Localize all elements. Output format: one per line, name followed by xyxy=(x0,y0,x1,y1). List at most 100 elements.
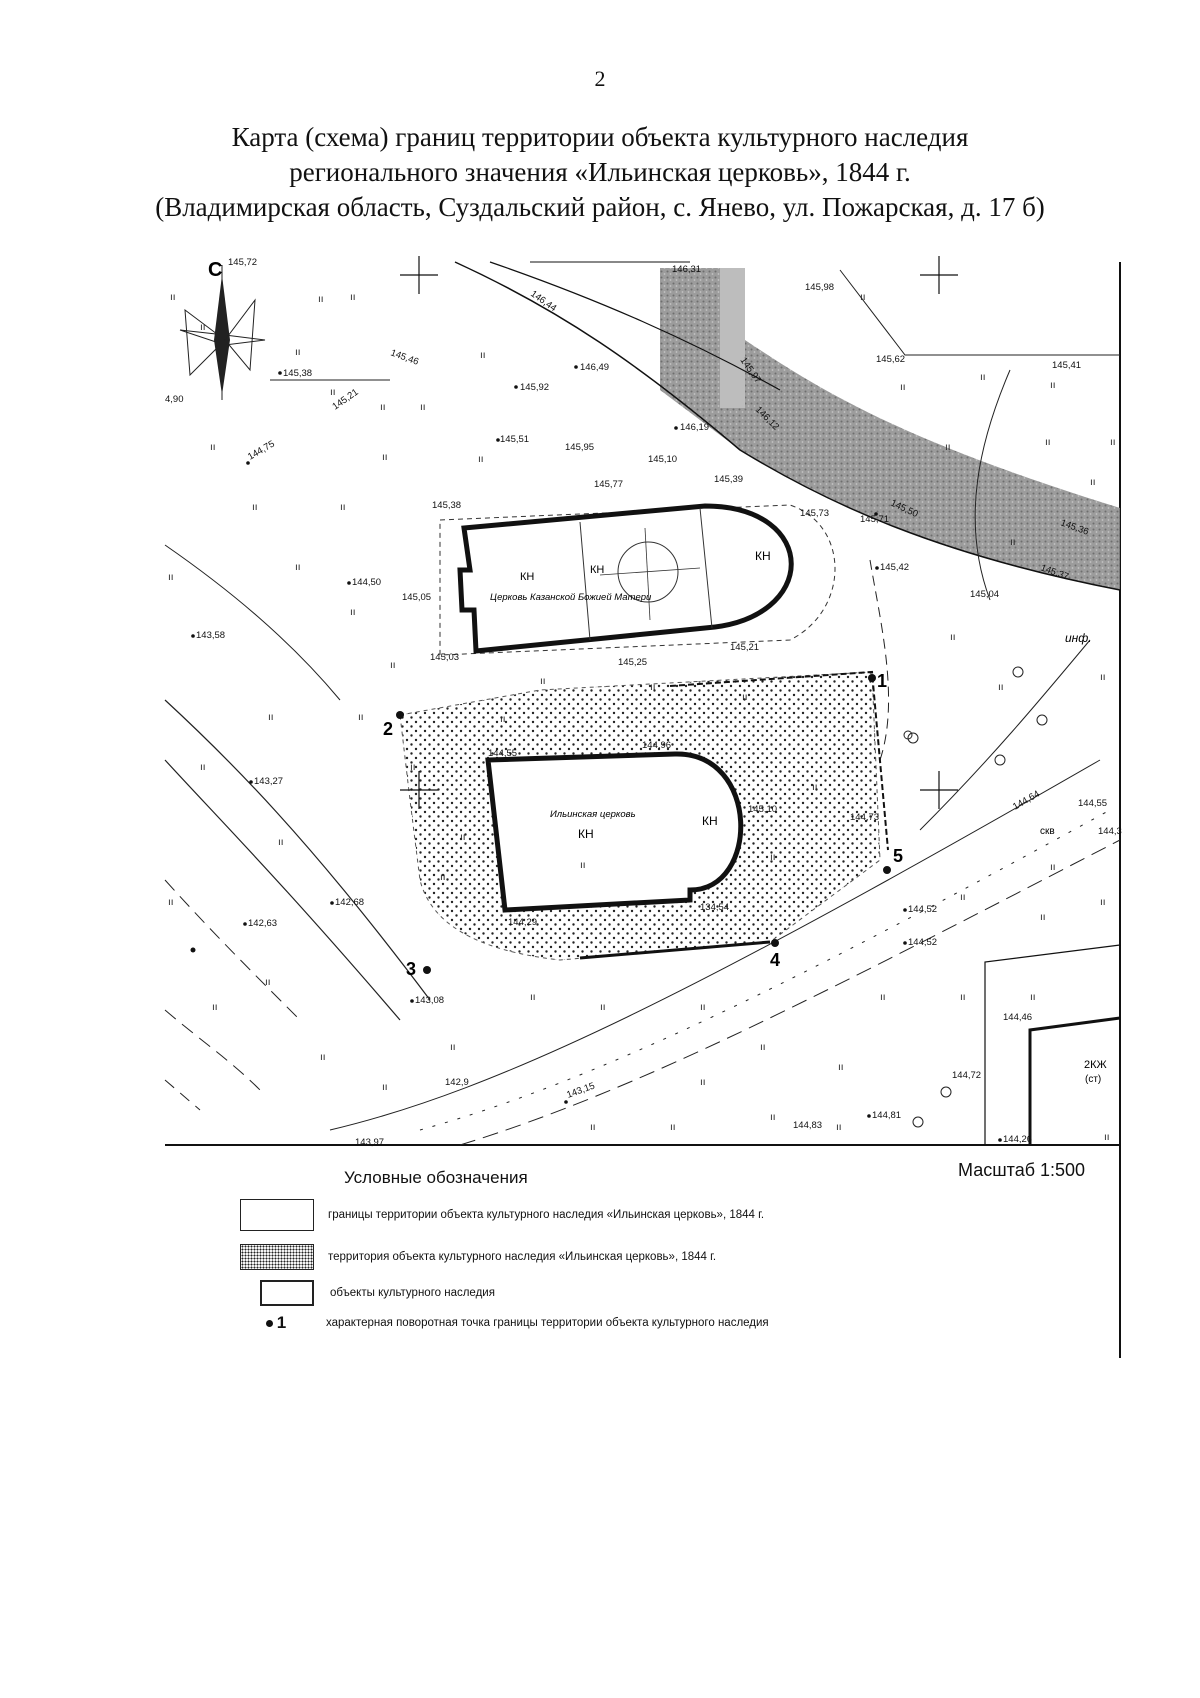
svg-text:144,50: 144,50 xyxy=(352,577,381,588)
svg-text:ıı: ıı xyxy=(295,562,301,573)
legend-symbol-territory xyxy=(240,1244,314,1270)
svg-text:ıı: ıı xyxy=(836,1122,842,1133)
svg-text:145,10: 145,10 xyxy=(648,454,677,465)
path-line xyxy=(329,759,1101,1131)
path-line-dashed xyxy=(459,839,1121,1146)
svg-text:ıı: ıı xyxy=(540,676,546,687)
relief-line xyxy=(164,1009,261,1091)
territory-boundary xyxy=(669,670,889,851)
legend-title: Условные обозначения xyxy=(344,1168,528,1187)
svg-text:ıı: ıı xyxy=(382,452,388,463)
svg-text:142,68: 142,68 xyxy=(335,897,364,908)
svg-text:143,97: 143,97 xyxy=(355,1137,384,1148)
heritage-marker: КН xyxy=(578,827,594,841)
boundary-point-dot xyxy=(883,866,891,874)
heritage-marker: КН xyxy=(590,564,604,576)
road-light-patch xyxy=(720,268,745,408)
svg-text:ıı: ıı xyxy=(460,832,466,843)
svg-text:ıı: ıı xyxy=(252,502,258,513)
svg-text:ıı: ıı xyxy=(410,762,416,773)
legend-symbol-point: 1 xyxy=(240,1313,312,1333)
svg-text:144,64: 144,64 xyxy=(1011,789,1042,813)
boundary-point-label: 3 xyxy=(406,959,416,979)
svg-text:ıı: ıı xyxy=(350,607,356,618)
svg-text:ıı: ıı xyxy=(530,992,536,1003)
road xyxy=(660,268,1120,590)
church-lower-label: Ильинская церковь xyxy=(550,809,636,820)
map-scale: Масштаб 1:500 xyxy=(958,1160,1086,1180)
svg-text:ıı: ıı xyxy=(278,837,284,848)
svg-text:143,27: 143,27 xyxy=(254,776,283,787)
svg-text:ıı: ıı xyxy=(945,442,951,453)
svg-text:144,29: 144,29 xyxy=(508,917,537,928)
svg-text:ıı: ıı xyxy=(812,782,818,793)
svg-text:ıı: ıı xyxy=(1030,992,1036,1003)
svg-text:145,38: 145,38 xyxy=(283,368,312,379)
well-label: скв xyxy=(1040,826,1055,837)
boundary-point-dot xyxy=(868,674,876,682)
svg-text:ıı: ıı xyxy=(1100,897,1106,908)
church-lower: Ильинская церковь КН КН xyxy=(485,751,744,913)
svg-text:ıı: ıı xyxy=(650,682,656,693)
relief-line xyxy=(164,699,431,1001)
relief-line xyxy=(164,759,401,1021)
svg-text:146,19: 146,19 xyxy=(680,422,709,433)
svg-text:ıı: ıı xyxy=(265,977,271,988)
point-dot-icon xyxy=(265,1319,273,1327)
svg-text:ıı: ıı xyxy=(900,382,906,393)
svg-text:ıı: ıı xyxy=(980,372,986,383)
svg-text:ıı: ıı xyxy=(420,402,426,413)
svg-text:ıı: ıı xyxy=(1050,862,1056,873)
svg-text:ıı: ıı xyxy=(960,892,966,903)
grid-crosses xyxy=(400,256,958,809)
svg-text:ıı: ıı xyxy=(838,1062,844,1073)
church-lower-walls xyxy=(485,751,744,913)
svg-text:ıı: ıı xyxy=(998,682,1004,693)
relief-line xyxy=(164,879,301,1021)
svg-text:ıı: ıı xyxy=(212,1002,218,1013)
building: 2КЖ (ст) xyxy=(984,944,1121,1145)
svg-text:145,73: 145,73 xyxy=(800,508,829,519)
relief-line xyxy=(164,544,341,701)
road-edge-upper xyxy=(489,261,781,391)
boundary-point-dot xyxy=(423,966,431,974)
svg-text:144,52: 144,52 xyxy=(908,937,937,948)
svg-text:ıı: ıı xyxy=(700,1002,706,1013)
svg-text:ıı: ıı xyxy=(210,442,216,453)
svg-text:ıı: ıı xyxy=(950,632,956,643)
svg-text:145,72: 145,72 xyxy=(228,257,257,268)
svg-text:ıı: ıı xyxy=(170,292,176,303)
svg-text:143,58: 143,58 xyxy=(196,630,225,641)
svg-text:145,39: 145,39 xyxy=(714,474,743,485)
legend-label: объекты культурного наследия xyxy=(330,1287,495,1299)
boundary-point-dot xyxy=(771,939,779,947)
compass-rose-icon: С xyxy=(179,259,266,400)
church-upper-walls xyxy=(457,503,794,654)
legend-label: границы территории объекта культурного н… xyxy=(328,1209,765,1221)
legend-label: характерная поворотная точка границы тер… xyxy=(326,1317,769,1329)
territory-boundary xyxy=(579,940,771,960)
boundary-point-label: 1 xyxy=(877,671,887,691)
road-label: инф. xyxy=(1065,631,1092,645)
road-edge-lower xyxy=(454,261,1121,591)
svg-text:146,31: 146,31 xyxy=(672,264,701,275)
svg-text:ıı: ıı xyxy=(760,1042,766,1053)
svg-text:145,38: 145,38 xyxy=(432,500,461,511)
svg-text:ıı: ıı xyxy=(200,322,206,333)
svg-text:ıı: ıı xyxy=(295,347,301,358)
svg-text:ıı: ıı xyxy=(350,292,356,303)
legend-symbol-object xyxy=(260,1280,314,1306)
svg-text:ıı: ıı xyxy=(1100,672,1106,683)
heritage-marker: КН xyxy=(520,571,534,583)
svg-text:144,26: 144,26 xyxy=(1003,1134,1032,1145)
svg-text:ıı: ıı xyxy=(670,1122,676,1133)
page-title: Карта (схема) границ территории объекта … xyxy=(0,120,1200,225)
boundary-points: 1 2 3 4 5 xyxy=(383,671,903,979)
trees xyxy=(903,666,1048,1128)
svg-text:ıı: ıı xyxy=(700,1077,706,1088)
svg-text:ıı: ıı xyxy=(330,387,336,398)
svg-text:143,15: 143,15 xyxy=(565,1081,596,1101)
church-upper: КН КН КН Церковь Казанской Божией Матери xyxy=(457,503,794,654)
svg-text:ıı: ıı xyxy=(168,897,174,908)
